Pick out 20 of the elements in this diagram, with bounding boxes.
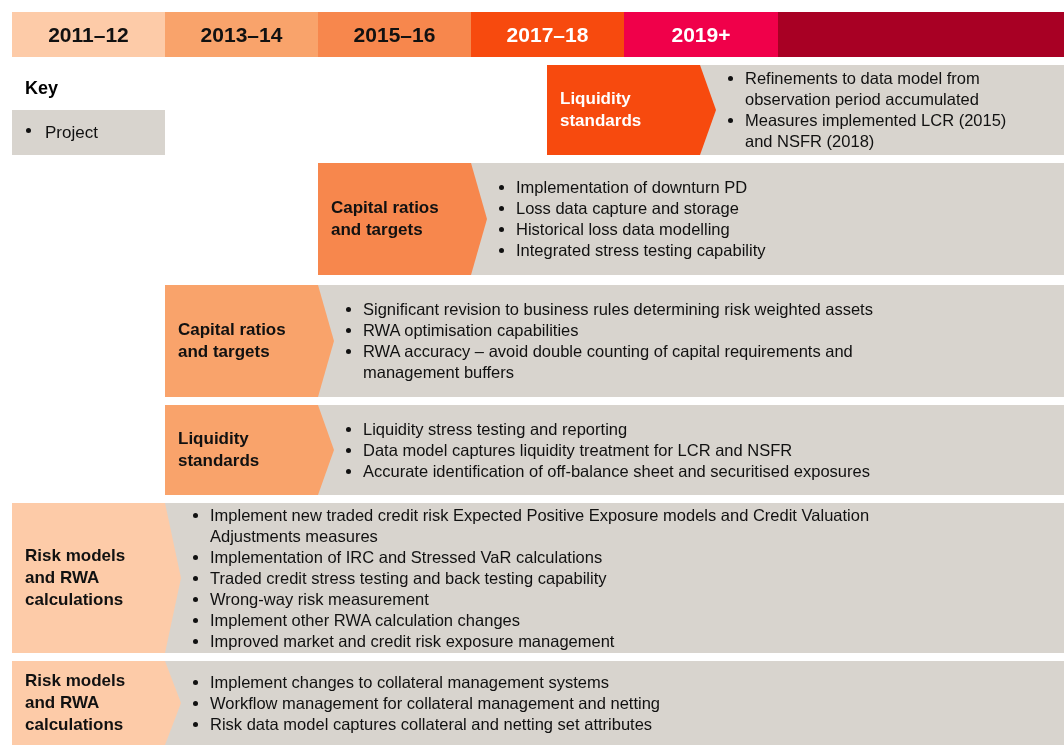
year-header: 2013–14 [165, 12, 318, 57]
key-swatch: Project [12, 110, 165, 155]
project-details: Refinements to data model from observation period accumulated Measures implemented LCR (2015) and NSFR (2018) [700, 65, 1064, 155]
project-title-box: Capital ratios and targets [318, 163, 487, 275]
key-heading: Key [25, 77, 59, 100]
project-details: Implement new traded credit risk Expected Positive Exposure models and Credit Valuation Adjustments measures Implementation of IRC and Stressed VaR calculations Traded credit stress testing and back testing capability Wrong-way risk measurement Implement other RWA calculation changes Improved market and credit risk exposure management [165, 503, 1064, 653]
project-details: Significant revision to business rules determining risk weighted assets RWA optimisation capabilities RWA accuracy – avoid double counting of capital requirements and management buffers [318, 285, 1064, 397]
project-title-box: Capital ratios and targets [165, 285, 334, 397]
project-title-box: Risk models and RWA calculations [12, 661, 181, 745]
year-header: 2015–16 [318, 12, 471, 57]
project-title-box: Liquidity standards [547, 65, 716, 155]
project-details: Implement changes to collateral management systems Workflow management for collateral management and netting Risk data model captures collateral and netting set attributes [165, 661, 1064, 745]
year-header: 2017–18 [471, 12, 624, 57]
project-title-box: Liquidity standards [165, 405, 334, 495]
project-title-box: Risk models and RWA calculations [12, 503, 181, 653]
timeline-bar [778, 12, 1064, 57]
project-details: Implementation of downturn PD Loss data capture and storage Historical loss data modelling Integrated stress testing capability [471, 163, 1064, 275]
year-header: 2019+ [624, 12, 778, 57]
year-header: 2011–12 [12, 12, 165, 57]
project-details: Liquidity stress testing and reporting Data model captures liquidity treatment for LCR and NSFR Accurate identification of off-balance sheet and securitised exposures [318, 405, 1064, 495]
